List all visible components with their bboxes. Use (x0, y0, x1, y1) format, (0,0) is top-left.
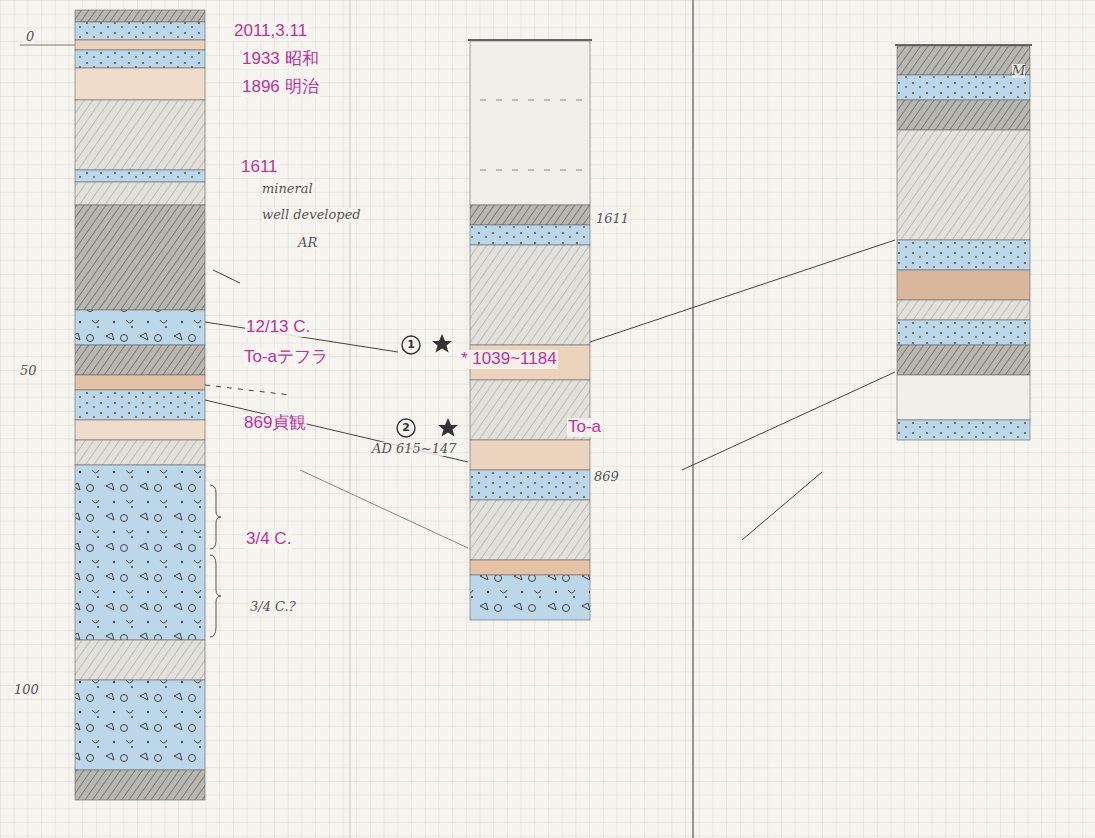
age-note: 3/4 C.? (250, 600, 296, 614)
event-label: 2011,3.11 (233, 22, 308, 41)
event-note: 1611 (596, 212, 629, 226)
depth-mark: 0 (26, 30, 34, 44)
age-note: AD 615~147 (372, 442, 456, 456)
note: well developed (262, 208, 361, 222)
age-label: * 1039~1184 (460, 350, 558, 369)
circled-number: 2 (402, 422, 410, 434)
age-label: 3/4 C. (245, 530, 292, 549)
depth-mark: 50 (20, 364, 37, 378)
event-label: 1611 (240, 158, 279, 177)
event-label: 1896 明治 (241, 78, 320, 97)
event-label: 1933 昭和 (241, 50, 320, 69)
depth-mark: 100 (14, 683, 39, 697)
circled-number: 1 (407, 339, 415, 351)
event-note: 869 (594, 470, 619, 484)
event-label: 869貞観 (243, 414, 307, 433)
note: mineral (262, 182, 313, 196)
note: AR (298, 236, 317, 250)
tephra-label: To-aテフラ (243, 348, 329, 367)
age-label: 12/13 C. (245, 318, 311, 337)
tephra-label: To-a (567, 418, 602, 437)
column-mark: M (1012, 64, 1025, 78)
